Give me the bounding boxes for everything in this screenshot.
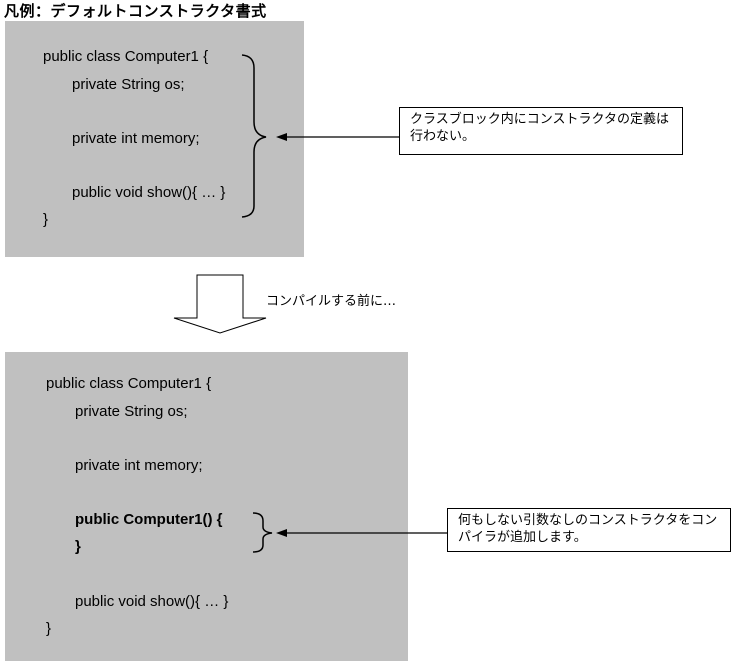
code-line-constructor-open: public Computer1() { [75, 511, 223, 528]
code-line-class-close: } [43, 211, 49, 228]
code-line-field-memory: private int memory; [75, 457, 203, 474]
code-panel-after [5, 352, 408, 661]
code-line-class-close: } [46, 620, 52, 637]
code-line-method-show: public void show(){ … } [72, 184, 226, 201]
code-line-method-show: public void show(){ … } [75, 593, 229, 610]
code-line-class-decl: public class Computer1 { [43, 48, 209, 65]
code-line-constructor-close: } [75, 538, 81, 555]
code-line-field-os: private String os; [75, 403, 188, 420]
down-arrow-icon [173, 274, 267, 334]
code-line-field-memory: private int memory; [72, 130, 200, 147]
transition-caption: コンパイルする前に… [266, 294, 397, 309]
note-before: クラスブロック内にコンストラクタの定義は行わない。 [399, 107, 683, 155]
code-line-field-os: private String os; [72, 76, 185, 93]
diagram-title: 凡例：デフォルトコンストラクタ書式 [4, 2, 267, 20]
note-after: 何もしない引数なしのコンストラクタをコンパイラが追加します。 [447, 508, 731, 552]
code-line-class-decl: public class Computer1 { [46, 375, 212, 392]
